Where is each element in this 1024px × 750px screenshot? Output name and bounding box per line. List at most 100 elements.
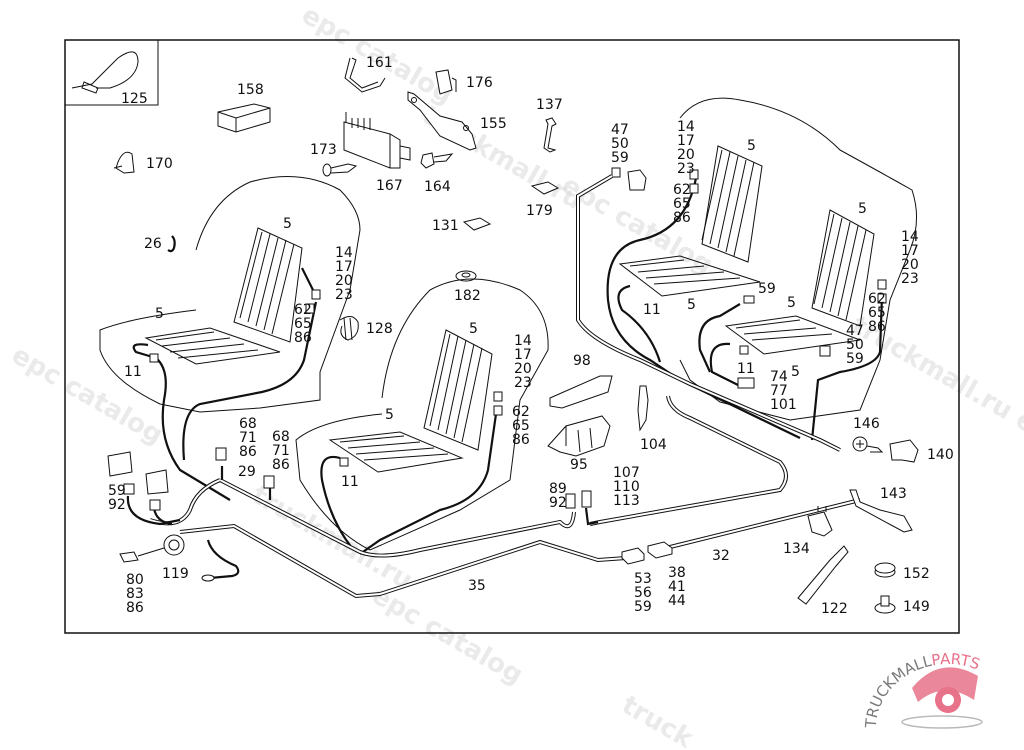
stacked-callout-86: 86: [673, 210, 691, 226]
stacked-callout-65: 65: [512, 418, 530, 434]
stacked-callout-14: 14: [901, 229, 919, 245]
part-callout-125: 125: [121, 91, 148, 107]
stacked-callout-20: 20: [335, 273, 353, 289]
watermark-text: truck: [617, 690, 699, 750]
part-callout-164: 164: [424, 179, 451, 195]
stacked-callout-74: 74: [770, 369, 788, 385]
stacked-callout-14: 14: [335, 245, 353, 261]
stacked-callout-17: 17: [335, 259, 353, 275]
grommet-182-icon: [455, 270, 477, 282]
stacked-callout-92: 92: [108, 497, 126, 513]
plate-155-icon: [407, 91, 477, 151]
stacked-callout-86: 86: [272, 457, 290, 473]
seat-callout-5: 5: [858, 201, 867, 217]
stacked-callout-20: 20: [514, 361, 532, 377]
part-callout-32: 32: [712, 548, 730, 564]
part-callout-182: 182: [454, 288, 481, 304]
clip-176-icon: [435, 69, 457, 95]
bracket-161-icon: [344, 57, 386, 93]
stacked-callout-65: 65: [868, 305, 886, 321]
part-callout-143: 143: [880, 486, 907, 502]
pad-131-icon: [462, 217, 492, 231]
stacked-callout-14: 14: [677, 119, 695, 135]
seat-callout-5: 5: [469, 321, 478, 337]
part-callout-140: 140: [927, 447, 954, 463]
part-callout-170: 170: [146, 156, 173, 172]
cover-98-icon: [549, 375, 613, 409]
part-callout-35: 35: [468, 578, 486, 594]
part-callout-98: 98: [573, 353, 591, 369]
logo-brand-secondary: PARTS: [930, 650, 982, 674]
part-callout-173: 173: [310, 142, 337, 158]
stacked-callout-44: 44: [668, 593, 686, 609]
part-callout-131: 131: [432, 218, 459, 234]
hook-26-icon: [167, 235, 176, 253]
stacked-callout-23: 23: [335, 287, 353, 303]
stacked-callout-59: 59: [108, 483, 126, 499]
stacked-callout-62: 62: [868, 291, 886, 307]
rear-bench-seat: [606, 97, 917, 441]
left-seat: [99, 176, 361, 501]
stacked-callout-50: 50: [846, 337, 864, 353]
stacked-callout-59: 59: [611, 150, 629, 166]
part-callout-146: 146: [853, 416, 880, 432]
part-callout-26: 26: [144, 236, 162, 252]
stacked-callout-77: 77: [770, 383, 788, 399]
seat-callout-11: 11: [124, 364, 142, 380]
stacked-callout-17: 17: [901, 243, 919, 259]
part-callout-176: 176: [466, 75, 493, 91]
seat-callout-5: 5: [155, 306, 164, 322]
stacked-callout-89: 89: [549, 481, 567, 497]
connector-134-icon: [807, 506, 833, 537]
stacked-callout-80: 80: [126, 572, 144, 588]
part-callout-134: 134: [783, 541, 810, 557]
stacked-callout-23: 23: [677, 161, 695, 177]
part-callout-155: 155: [480, 116, 507, 132]
watermark-text: epc catalog: [367, 580, 528, 690]
part-callout-119: 119: [162, 566, 189, 582]
plug-149-icon: [874, 595, 896, 614]
logo-swoosh: [912, 667, 978, 702]
harness-connectors: [107, 447, 673, 582]
logo-ring: [901, 715, 983, 729]
bracket-140-icon: [889, 439, 919, 463]
stacked-callout-71: 71: [239, 430, 257, 446]
stacked-callout-113: 113: [613, 493, 640, 509]
seat-callout-5: 5: [791, 364, 800, 380]
diagram-frame: [64, 39, 960, 634]
stacked-callout-68: 68: [272, 429, 290, 445]
stacked-callout-14: 14: [514, 333, 532, 349]
clip-170-icon: [113, 151, 135, 174]
part-callout-149: 149: [903, 599, 930, 615]
stacked-callout-56: 56: [634, 585, 652, 601]
stacked-callout-92: 92: [549, 495, 567, 511]
stacked-callout-68: 68: [239, 416, 257, 432]
part-callout-152: 152: [903, 566, 930, 582]
stacked-callout-65: 65: [673, 196, 691, 212]
stacked-callout-86: 86: [239, 444, 257, 460]
stacked-callout-23: 23: [514, 375, 532, 391]
part-callout-128: 128: [366, 321, 393, 337]
bolt-164-icon: [420, 152, 454, 169]
bracket-95-icon: [547, 415, 611, 457]
stacked-callout-23: 23: [901, 271, 919, 287]
seat-callout-5: 5: [283, 216, 292, 232]
cable-tie-icon: [71, 51, 139, 94]
part-callout-104: 104: [640, 437, 667, 453]
rail-143-icon: [849, 489, 913, 533]
stacked-callout-62: 62: [673, 182, 691, 198]
screw-173-icon: [322, 163, 358, 177]
stacked-callout-59: 59: [846, 351, 864, 367]
seat-callout-5: 5: [687, 297, 696, 313]
stacked-callout-17: 17: [677, 133, 695, 149]
seat-callout-5: 5: [747, 138, 756, 154]
part-callout-179: 179: [526, 203, 553, 219]
clip-128-icon: [339, 316, 359, 341]
stacked-callout-47: 47: [611, 122, 629, 138]
main-harness: [149, 174, 861, 599]
control-unit-158-icon: [217, 103, 271, 133]
stacked-callout-59: 59: [634, 599, 652, 615]
seat-callout-11: 11: [341, 474, 359, 490]
